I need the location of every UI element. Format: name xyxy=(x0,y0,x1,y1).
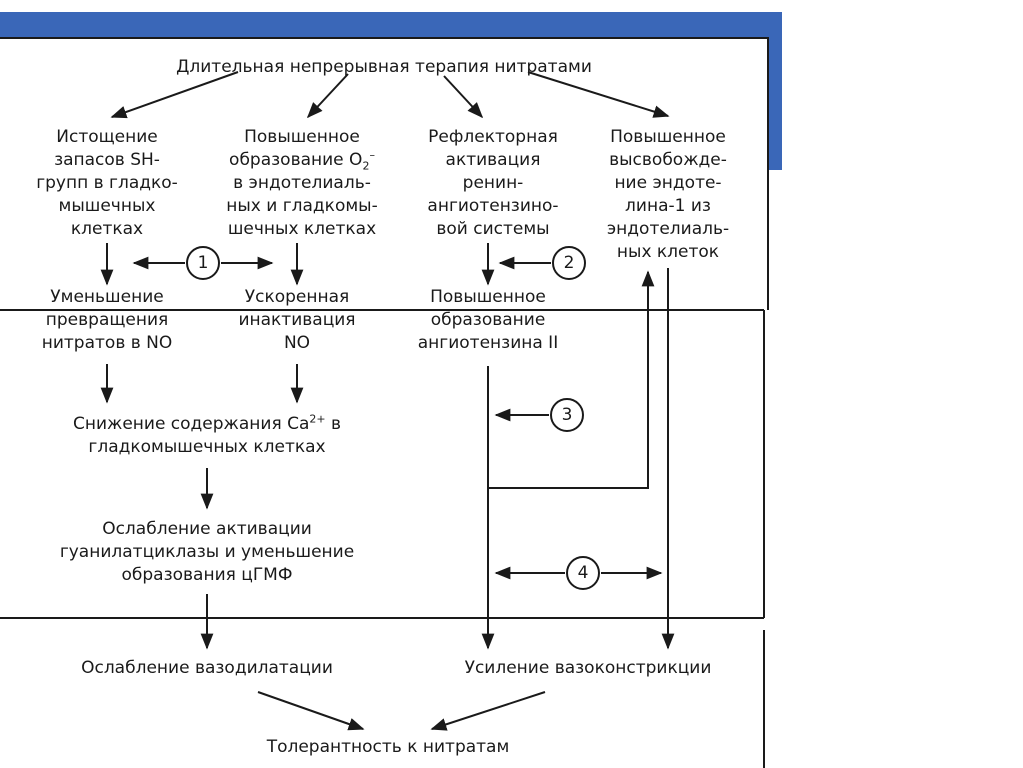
renin-line: ренин- xyxy=(462,173,524,193)
side-band xyxy=(768,12,782,170)
mechanism-sh-depletion: Истощение запасов SH- групп в гладко- мы… xyxy=(27,126,187,241)
circle-marker-4: 4 xyxy=(566,556,600,590)
o2-line: ных и гладкомы- xyxy=(226,196,378,216)
circle-marker-3: 3 xyxy=(550,398,584,432)
no-inact-line: Ускоренная xyxy=(244,287,350,307)
title-therapy: Длительная непрерывная терапия нитратами xyxy=(176,57,592,77)
o2-subscript: 2 xyxy=(362,159,370,173)
arrow-vasocon-to-tol xyxy=(430,691,546,731)
endothelin-line: ных клеток xyxy=(616,242,720,262)
no-inact-line: инактивация xyxy=(238,310,356,330)
arrow-vasodil-to-tol xyxy=(257,691,365,731)
feedback-to-endothelin xyxy=(488,270,655,489)
o2-line: в эндотелиаль- xyxy=(233,173,371,193)
effect-no-conversion: Уменьшение превращения нитратов в NO xyxy=(27,286,187,355)
outcome-vasoconstriction: Усиление вазоконстрикции xyxy=(464,658,712,678)
o2-line-formula: образование O2– xyxy=(207,149,397,172)
arrows xyxy=(100,71,675,731)
mechanism-renin: Рефлекторная активация ренин- ангиотензи… xyxy=(408,126,578,241)
outcome-tolerance: Толерантность к нитратам xyxy=(266,737,510,757)
renin-line: активация xyxy=(445,150,541,170)
sh-line: групп в гладко- xyxy=(36,173,178,193)
mechanism-endothelin: Повышенное высвобожде- ние эндоте- лина-… xyxy=(588,126,748,264)
angio-line: Повышенное xyxy=(430,287,546,307)
guan-line: образования цГМФ xyxy=(121,565,293,585)
no-conv-line: превращения xyxy=(45,310,169,330)
sh-line: клетках xyxy=(70,219,144,239)
guan-line: Ослабление активации xyxy=(102,519,312,539)
sh-line: запасов SH- xyxy=(54,150,160,170)
renin-line: вой системы xyxy=(436,219,550,239)
calcium-text: Снижение содержания Ca xyxy=(72,414,310,434)
arrow-top-to-endothelin xyxy=(527,71,670,118)
circle-marker-1: 1 xyxy=(186,246,220,280)
outer-frame-top xyxy=(0,37,769,310)
calcium-line-1: Снижение содержания Ca2+ в xyxy=(27,413,387,436)
calcium-text-end: в xyxy=(325,414,342,434)
effect-guanylate: Ослабление активации гуанилатциклазы и у… xyxy=(17,518,397,587)
guan-line: гуанилатциклазы и уменьшение xyxy=(59,542,355,562)
effect-angiotensin: Повышенное образование ангиотензина II xyxy=(398,286,578,355)
o2-superscript: – xyxy=(369,148,375,162)
no-conv-line: нитратов в NO xyxy=(41,333,173,353)
effect-calcium: Снижение содержания Ca2+ в гладкомышечны… xyxy=(27,413,387,459)
renin-line: ангиотензино- xyxy=(427,196,559,216)
endothelin-line: лина-1 из xyxy=(625,196,711,216)
arrow-top-to-sh xyxy=(110,71,239,119)
no-inact-line: NO xyxy=(283,333,311,353)
o2-line: шечных клетках xyxy=(227,219,377,239)
header-band xyxy=(0,12,782,38)
arrow-top-to-o2 xyxy=(306,73,349,119)
angio-line: образование xyxy=(430,310,546,330)
no-conv-line: Уменьшение xyxy=(50,287,164,307)
sh-line: Истощение xyxy=(56,127,158,147)
calcium-line-2: гладкомышечных клетках xyxy=(88,437,326,457)
arrow-top-to-renin xyxy=(443,75,484,119)
endothelin-line: ние эндоте- xyxy=(614,173,722,193)
frame-lines xyxy=(0,37,769,768)
endothelin-line: Повышенное xyxy=(610,127,726,147)
endothelin-line: высвобожде- xyxy=(609,150,727,170)
renin-line: Рефлекторная xyxy=(428,127,558,147)
mechanism-o2-formation: Повышенное образование O2– в эндотелиаль… xyxy=(207,126,397,241)
o2-line: Повышенное xyxy=(244,127,360,147)
outcome-vasodilation: Ослабление вазодилатации xyxy=(81,658,333,678)
angio-line: ангиотензина II xyxy=(417,333,559,353)
effect-no-inactivation: Ускоренная инактивация NO xyxy=(217,286,377,355)
calcium-charge: 2+ xyxy=(309,412,326,426)
endothelin-line: эндотелиаль- xyxy=(606,219,730,239)
circle-marker-2: 2 xyxy=(552,246,586,280)
o2-text: образование O xyxy=(229,150,363,170)
sh-line: мышечных xyxy=(58,196,156,216)
